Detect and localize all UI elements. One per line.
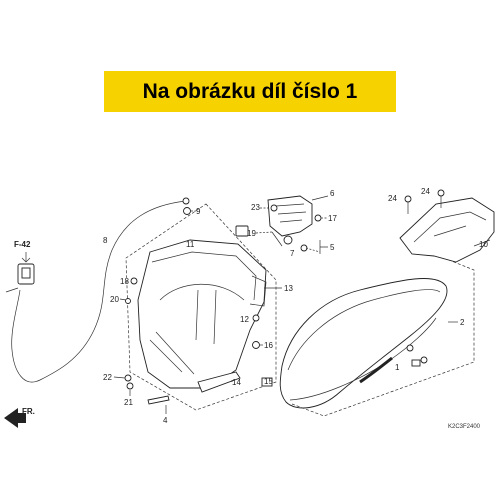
callout-16: 16 <box>264 341 273 350</box>
callout-10: 10 <box>479 240 488 249</box>
callout-17: 17 <box>328 214 337 223</box>
latch-detail-part <box>5 252 35 293</box>
reference-label: F-42 <box>14 240 31 249</box>
callout-8: 8 <box>103 236 108 245</box>
callout-24-left: 24 <box>388 194 397 203</box>
bolts-24 <box>404 189 445 214</box>
seat-outline <box>291 257 475 417</box>
callout-2: 2 <box>460 318 465 327</box>
leader-6 <box>311 195 329 201</box>
callout-6: 6 <box>330 189 335 198</box>
clip-part-9 <box>183 207 196 215</box>
callout-18: 18 <box>120 277 129 286</box>
callout-23: 23 <box>251 203 260 212</box>
part-banner: Na obrázku díl číslo 1 <box>104 71 396 112</box>
callout-4: 4 <box>163 416 168 425</box>
callout-11: 11 <box>186 240 195 249</box>
box-outline <box>125 203 277 411</box>
callout-7: 7 <box>290 249 295 258</box>
front-arrow <box>4 408 26 428</box>
callout-19: 19 <box>247 229 256 238</box>
seat-nuts <box>406 344 428 364</box>
callout-5: 5 <box>330 243 335 252</box>
callout-15: 15 <box>264 377 273 386</box>
seat-lock-cable <box>11 197 190 383</box>
callout-14: 14 <box>232 378 241 387</box>
banner-text: Na obrázku díl číslo 1 <box>142 79 358 103</box>
seat-part <box>279 278 448 409</box>
callout-22: 22 <box>103 373 112 382</box>
callout-20: 20 <box>110 295 119 304</box>
callout-12: 12 <box>240 315 249 324</box>
diagram-code: K2C3F2400 <box>448 424 481 430</box>
front-marker: FR. <box>22 407 35 416</box>
leader-10 <box>473 239 491 247</box>
callout-9: 9 <box>196 207 201 216</box>
trim-strip-part <box>197 371 241 393</box>
grab-rail-part <box>399 197 495 263</box>
luggage-box-part <box>137 225 267 389</box>
callout-24-right: 24 <box>421 187 430 196</box>
callout-21: 21 <box>124 398 133 407</box>
callout-13: 13 <box>284 284 293 293</box>
seat-latch-assembly <box>267 195 322 252</box>
callout-1: 1 <box>395 363 400 372</box>
rod-part-4 <box>147 395 170 405</box>
